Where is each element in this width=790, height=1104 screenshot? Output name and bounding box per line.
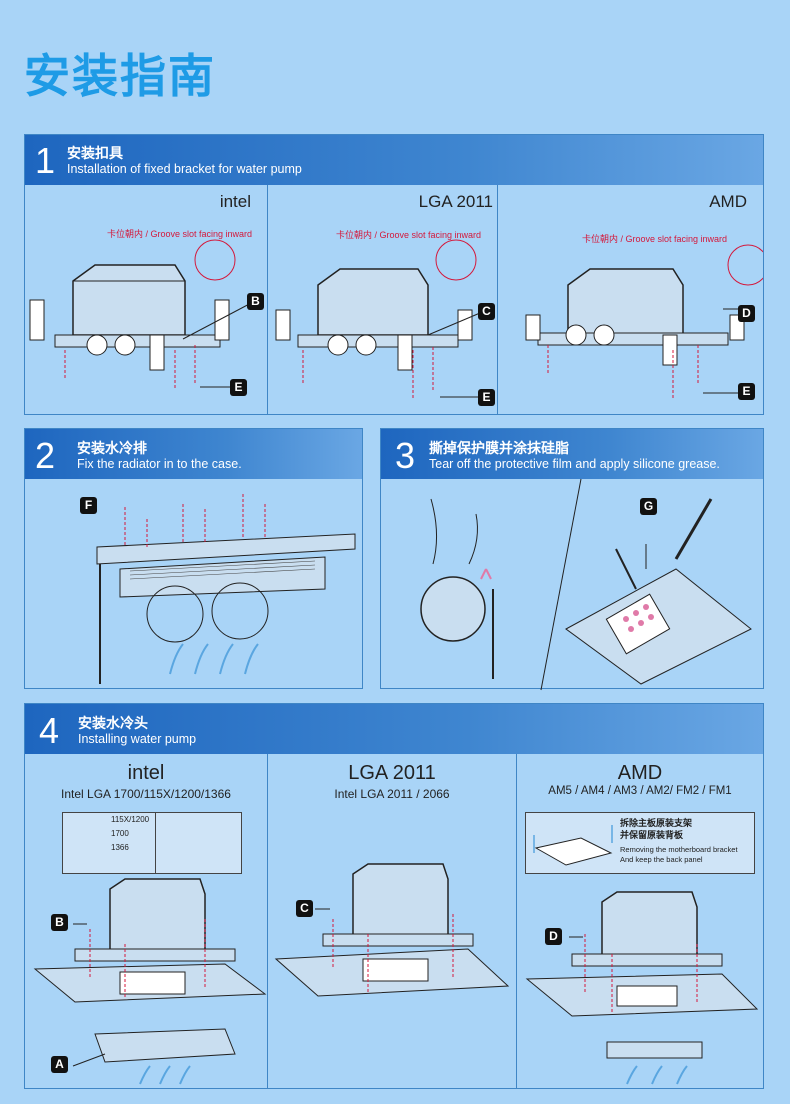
step2-section: 2 安装水冷排 Fix the radiator in to the case.… <box>24 428 363 689</box>
badge-bottom: E <box>478 389 495 406</box>
step1-title-en: Installation of fixed bracket for water … <box>67 162 302 176</box>
radiator-case-illustration <box>96 494 356 684</box>
panel-name: LGA 2011 <box>418 192 493 211</box>
step4-header: 4 安装水冷头 Installing water pump <box>25 704 763 754</box>
step4-number: 4 <box>39 710 60 751</box>
badge-f: F <box>80 497 97 514</box>
amd-note-box: 拆除主板原装支架 并保留原装背板 Removing the motherboar… <box>525 812 755 874</box>
step4-section: 4 安装水冷头 Installing water pump intel Inte… <box>24 703 764 1089</box>
badge-top: B <box>247 293 264 310</box>
film-grease-illustration <box>420 478 752 691</box>
inset-divider <box>155 813 156 873</box>
badge-top: C <box>478 303 495 320</box>
amd-note-zh-2: 并保留原装背板 <box>620 831 684 841</box>
pump-amd-illustration <box>525 891 759 1085</box>
panel-name: AMD <box>709 192 747 211</box>
badge-g: G <box>640 498 657 515</box>
step1-section: 1 安装扣具 Installation of fixed bracket for… <box>24 134 764 415</box>
step4-panel-intel: intel Intel LGA 1700/115X/1200/1366 115X… <box>25 754 268 1088</box>
amd-note-en-1: Removing the motherboard bracket <box>620 845 738 854</box>
socket-inset-box: 115X/1200 1700 1366 <box>62 812 242 874</box>
step1-panel-lga2011: LGA 2011 卡位朝内 / Groove slot facing inwar… <box>268 185 498 414</box>
badge-d: D <box>545 928 562 945</box>
groove-note: 卡位朝内 / Groove slot facing inward <box>582 234 728 244</box>
socket-1366: 1366 <box>111 843 129 852</box>
bracket-removal-illustration <box>533 825 613 866</box>
pump-bracket-illustration <box>525 244 763 400</box>
step1-panel-amd: AMD 卡位朝内 / Groove slot facing inward D E <box>498 185 763 414</box>
step1-header: 1 安装扣具 Installation of fixed bracket for… <box>25 135 763 185</box>
socket-115x: 115X/1200 <box>111 815 150 824</box>
amd-note-zh-1: 拆除主板原装支架 <box>620 819 693 829</box>
panel-name: LGA 2011 <box>348 762 436 784</box>
step2-header: 2 安装水冷排 Fix the radiator in to the case. <box>25 429 362 479</box>
badge-top: D <box>738 305 755 322</box>
groove-note: 卡位朝内 / Groove slot facing inward <box>336 230 482 240</box>
step1-title-zh: 安装扣具 <box>67 146 123 162</box>
badge-bottom: E <box>230 379 247 396</box>
panel-name: intel <box>219 192 251 211</box>
step3-title-en: Tear off the protective film and apply s… <box>429 457 720 471</box>
amd-note-en-2: And keep the back panel <box>620 855 703 864</box>
groove-note: 卡位朝内 / Groove slot facing inward <box>107 229 253 239</box>
step3-section: 3 撕掉保护膜并涂抹硅脂 Tear off the protective fil… <box>380 428 764 691</box>
step3-title-zh: 撕掉保护膜并涂抹硅脂 <box>429 441 569 457</box>
panel-name: intel <box>127 762 165 784</box>
step4-title-en: Installing water pump <box>78 732 197 746</box>
step2-title-zh: 安装水冷排 <box>77 441 147 457</box>
step1-panel-intel: intel 卡位朝内 / Groove slot facing inward B… <box>25 185 268 414</box>
pump-lga2011-illustration <box>274 863 510 997</box>
panel-sub: Intel LGA 1700/115X/1200/1366 <box>61 787 231 801</box>
badge-a: A <box>51 1056 68 1073</box>
badge-bottom: E <box>738 383 755 400</box>
socket-1700: 1700 <box>111 829 129 838</box>
step2-number: 2 <box>35 435 56 476</box>
step4-title-zh: 安装水冷头 <box>78 716 148 732</box>
panel-name: AMD <box>617 762 663 784</box>
step2-title-en: Fix the radiator in to the case. <box>77 457 242 471</box>
step3-header: 3 撕掉保护膜并涂抹硅脂 Tear off the protective fil… <box>381 429 763 479</box>
panel-sub: AM5 / AM4 / AM3 / AM2/ FM2 / FM1 <box>548 785 732 797</box>
step4-panel-lga2011: LGA 2011 Intel LGA 2011 / 2066 C <box>268 754 517 1088</box>
pump-intel-illustration <box>33 878 267 1085</box>
panel-sub: Intel LGA 2011 / 2066 <box>334 787 450 801</box>
step1-number: 1 <box>35 140 56 181</box>
badge-b: B <box>51 914 68 931</box>
pump-bracket-illustration <box>275 239 483 400</box>
pump-bracket-illustration <box>29 239 256 390</box>
badge-c: C <box>296 900 313 917</box>
step3-number: 3 <box>395 435 416 476</box>
step4-panel-amd: AMD AM5 / AM4 / AM3 / AM2/ FM2 / FM1 拆除主… <box>517 754 763 1088</box>
page-title: 安装指南 <box>24 49 216 103</box>
